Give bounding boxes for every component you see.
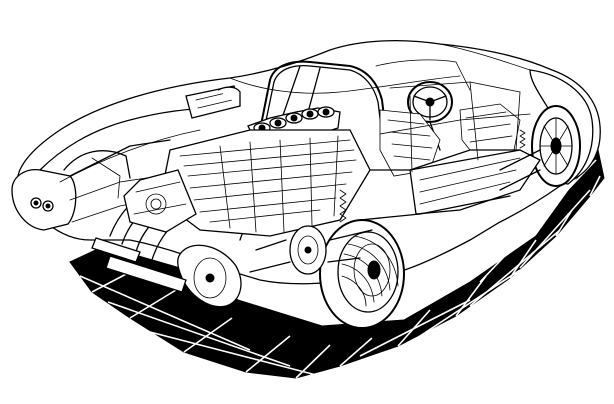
rear-wheel	[319, 219, 405, 329]
floor-grid	[69, 148, 605, 379]
engine	[91, 106, 371, 293]
rear-wheel-arch	[63, 150, 131, 199]
front-wheel	[531, 105, 581, 187]
suspension	[249, 129, 541, 275]
chassis-frame	[359, 81, 531, 221]
rear-left-wheel	[177, 244, 242, 308]
rear-intake	[185, 85, 241, 119]
